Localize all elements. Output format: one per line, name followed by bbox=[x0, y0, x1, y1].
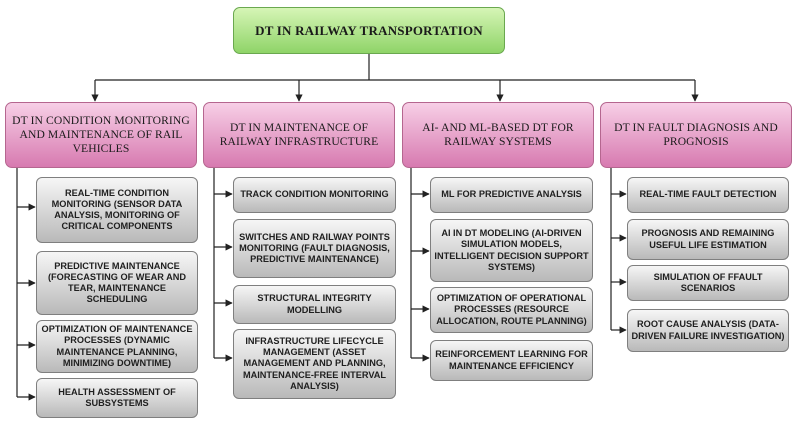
item-prognosis-rul: PROGNOSIS AND REMAINING USEFUL LIFE ESTI… bbox=[627, 219, 789, 260]
item-ml-predictive-analysis: ML FOR PREDICTIVE ANALYSIS bbox=[430, 177, 593, 213]
item-ai-dt-modeling: AI IN DT MODELING (AI-DRIVEN SIMULATION … bbox=[430, 219, 593, 282]
root-node: DT IN RAILWAY TRANSPORTATION bbox=[233, 7, 505, 54]
item-predictive-maintenance: PREDICTIVE MAINTENANCE (FORECASTING OF W… bbox=[36, 251, 198, 315]
item-track-condition-monitoring: TRACK CONDITION MONITORING bbox=[233, 177, 396, 213]
item-structural-integrity: STRUCTURAL INTEGRITY MODELLING bbox=[233, 285, 396, 324]
category-condition-monitoring: DT IN CONDITION MONITORING AND MAINTENAN… bbox=[5, 102, 197, 168]
category-infrastructure-maintenance: DT IN MAINTENANCE OF RAILWAY INFRASTRUCT… bbox=[203, 102, 395, 168]
item-operational-optimization: OPTIMIZATION OF OPERATIONAL PROCESSES (R… bbox=[430, 287, 593, 333]
item-health-assessment: HEALTH ASSESSMENT OF SUBSYSTEMS bbox=[36, 378, 198, 418]
item-root-cause-analysis: ROOT CAUSE ANALYSIS (DATA-DRIVEN FAILURE… bbox=[627, 309, 789, 352]
item-infrastructure-lifecycle: INFRASTRUCTURE LIFECYCLE MANAGEMENT (ASS… bbox=[233, 329, 396, 399]
item-fault-simulation: SIMULATION OF FFAULT SCENARIOS bbox=[627, 265, 789, 301]
item-reinforcement-learning: REINFORCEMENT LEARNING FOR MAINTENANCE E… bbox=[430, 340, 593, 381]
category-fault-diagnosis: DT IN FAULT DIAGNOSIS AND PROGNOSIS bbox=[600, 102, 792, 168]
item-real-time-condition-monitoring: REAL-TIME CONDITION MONITORING (SENSOR D… bbox=[36, 177, 198, 243]
item-maintenance-optimization: OPTIMIZATION OF MAINTENANCE PROCESSES (D… bbox=[36, 320, 198, 373]
category-ai-ml-dt: AI- AND ML-BASED DT FOR RAILWAY SYSTEMS bbox=[402, 102, 594, 168]
item-switches-monitoring: SWITCHES AND RAILWAY POINTS MONITORING (… bbox=[233, 219, 396, 278]
item-real-time-fault-detection: REAL-TIME FAULT DETECTION bbox=[627, 177, 789, 213]
